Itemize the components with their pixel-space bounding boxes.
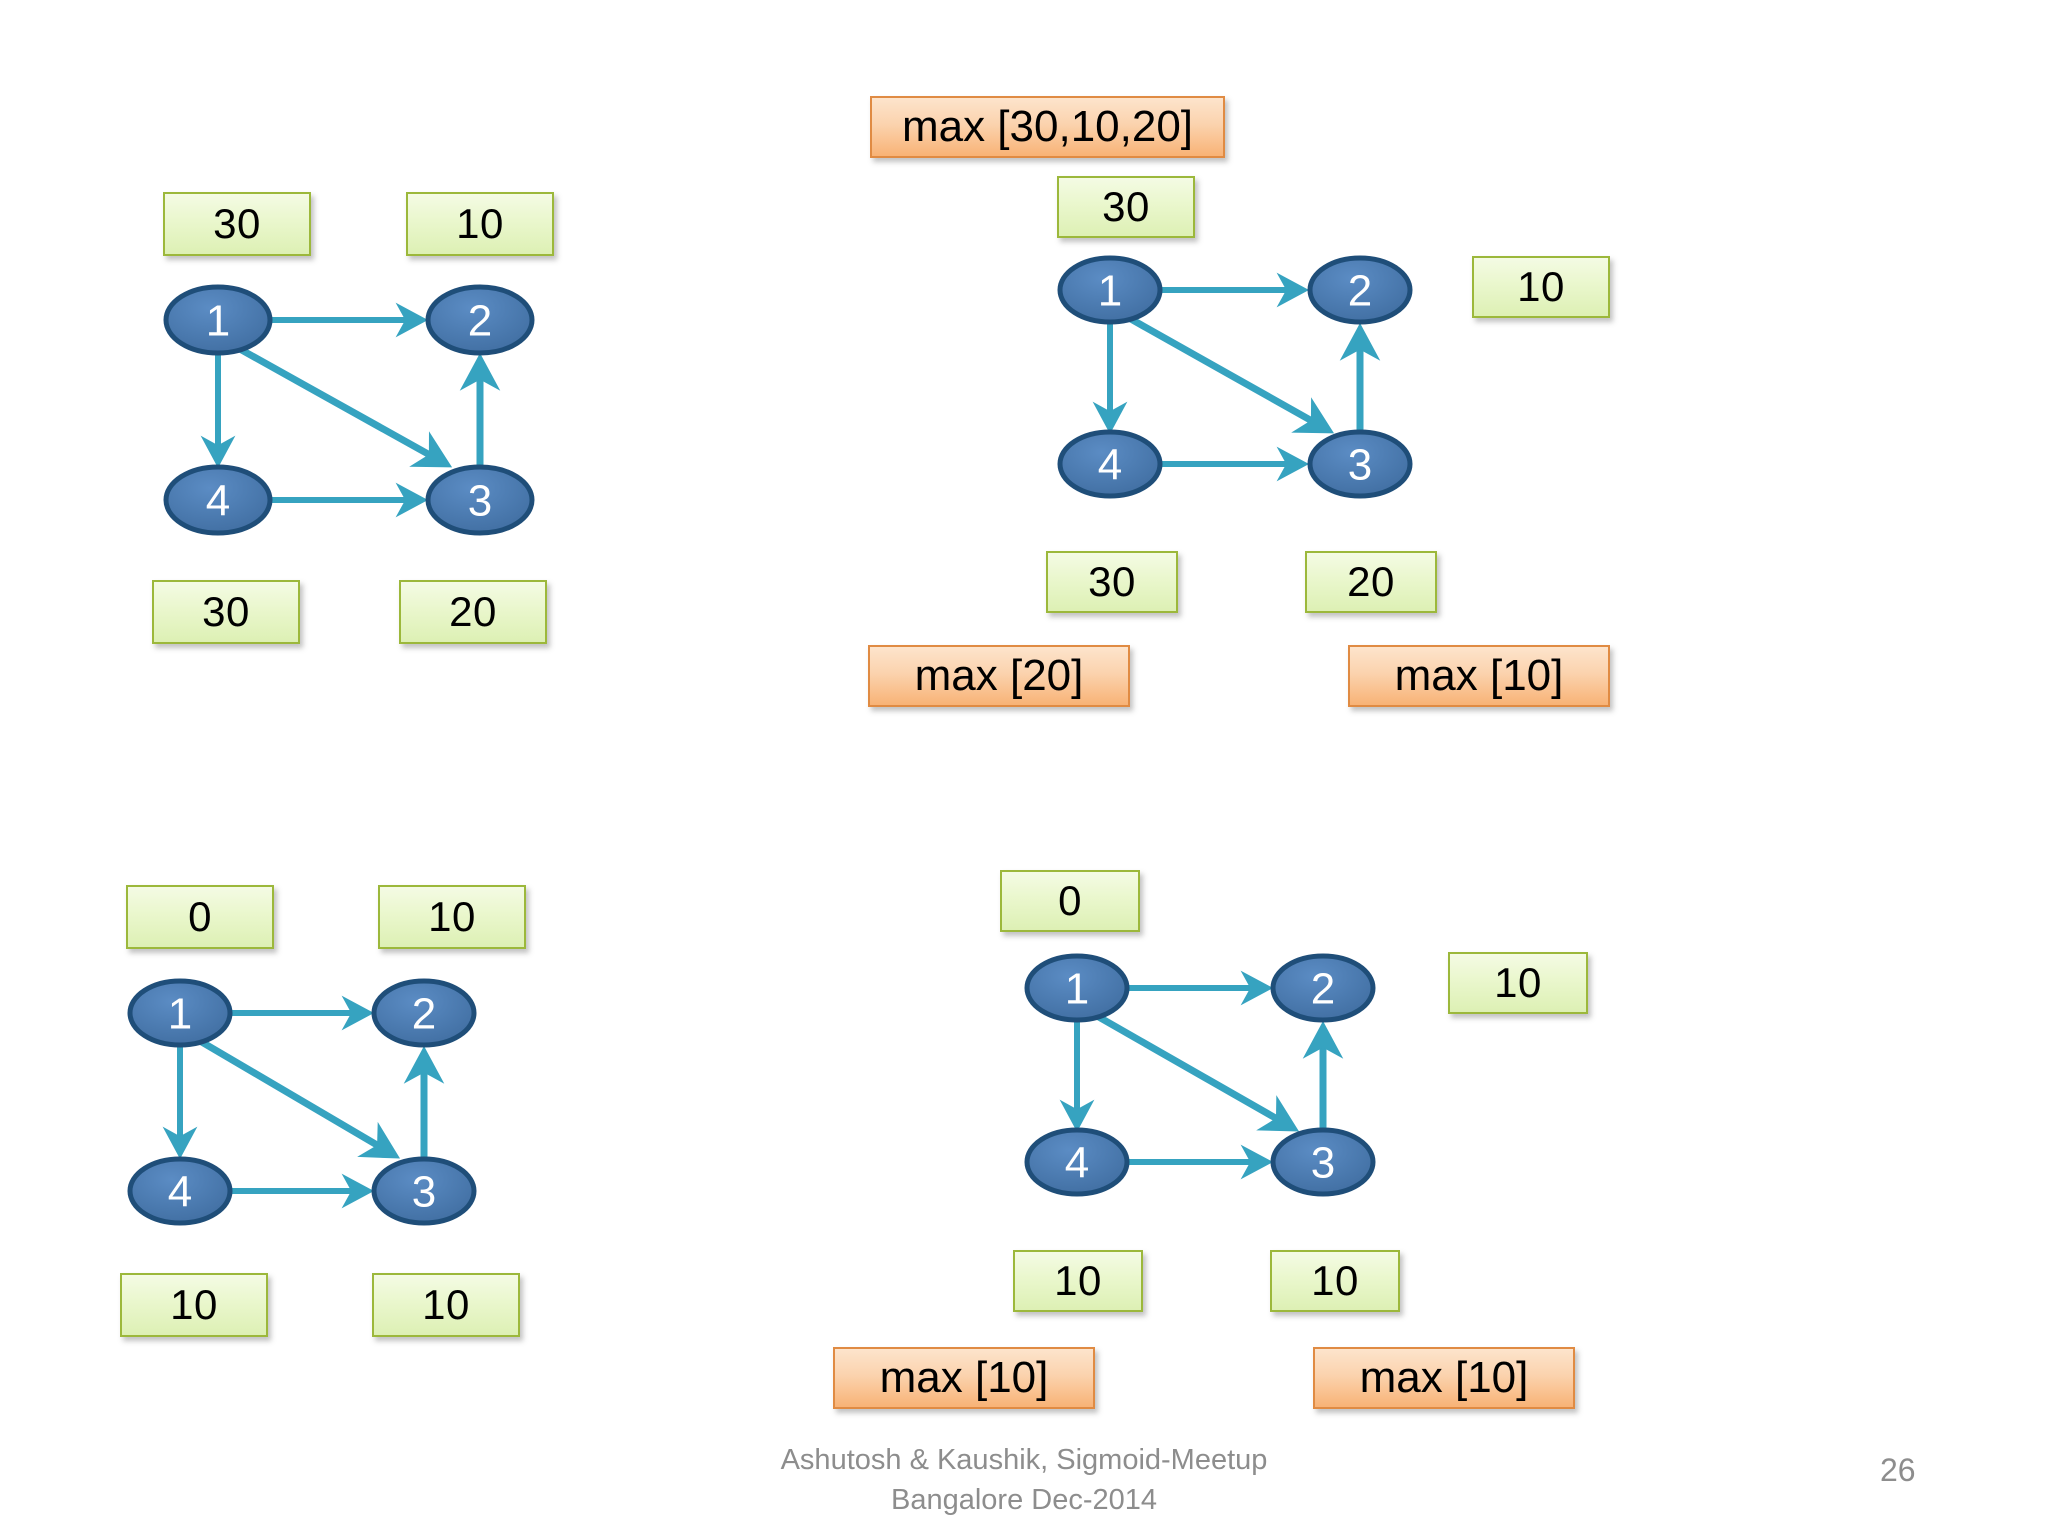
graph-edges <box>1092 272 1381 482</box>
node-1-label: 1 <box>1065 965 1089 1014</box>
value-box-node4: 10 <box>120 1273 268 1337</box>
value-box-node2: 10 <box>1448 952 1588 1014</box>
node-2[interactable] <box>425 284 535 356</box>
graph-nodes: 1 2 4 3 <box>163 284 535 536</box>
footer-line-2: Bangalore Dec-2014 <box>890 1484 1157 1517</box>
node-4[interactable] <box>1057 429 1163 499</box>
value-box-node1: 30 <box>1057 176 1195 238</box>
node-3[interactable] <box>425 464 535 536</box>
node-1[interactable] <box>163 284 273 356</box>
graph-edges <box>1059 970 1344 1180</box>
graph-bottom-right: 1 2 4 3 <box>1015 950 1415 1210</box>
footer-line-1: Ashutosh & Kaushik, Sigmoid-Meetup <box>780 1444 1268 1476</box>
node-1[interactable] <box>1057 255 1163 325</box>
value-box-node4: 30 <box>152 580 300 644</box>
node-2-label: 2 <box>412 990 436 1039</box>
value-box-node3: 10 <box>1270 1250 1400 1312</box>
value-box-node1: 0 <box>126 885 274 949</box>
node-3-label: 3 <box>412 1168 436 1217</box>
node-4-label: 4 <box>1065 1139 1089 1188</box>
node-2-label: 2 <box>1311 965 1335 1014</box>
value-box-node1: 0 <box>1000 870 1140 932</box>
graph-bottom-left: 1 2 4 3 <box>118 975 538 1235</box>
value-box-node2: 10 <box>406 192 554 256</box>
edge-1-to-3 <box>198 1037 401 1159</box>
node-2[interactable] <box>1307 255 1413 325</box>
value-box-node4: 30 <box>1046 551 1178 613</box>
graph-top-right: 1 2 4 3 <box>1045 252 1445 512</box>
slide-footer: Ashutosh & Kaushik, Sigmoid-Meetup Banga… <box>0 1440 2048 1520</box>
node-4-label: 4 <box>1098 441 1122 490</box>
edge-1-to-3 <box>1127 314 1335 434</box>
value-box-node1: 30 <box>163 192 311 256</box>
max-box-node3: max [10] <box>1348 645 1610 707</box>
node-3-label: 3 <box>1348 441 1372 490</box>
value-box-node2: 10 <box>378 885 526 949</box>
node-3-label: 3 <box>1311 1139 1335 1188</box>
node-4[interactable] <box>163 464 273 536</box>
node-2-label: 2 <box>1348 267 1372 316</box>
node-3-label: 3 <box>468 477 492 526</box>
node-3[interactable] <box>371 1156 477 1226</box>
node-3[interactable] <box>1270 1127 1376 1197</box>
node-2-label: 2 <box>468 297 492 346</box>
value-box-node4: 10 <box>1013 1250 1143 1312</box>
value-box-node3: 20 <box>399 580 547 644</box>
value-box-node3: 20 <box>1305 551 1437 613</box>
graph-nodes: 1 2 4 3 <box>1024 953 1376 1197</box>
graph-nodes: 1 2 4 3 <box>127 978 477 1226</box>
graph-top-left: 1 2 4 3 <box>150 280 570 540</box>
node-2[interactable] <box>1270 953 1376 1023</box>
node-4[interactable] <box>127 1156 233 1226</box>
node-4-label: 4 <box>168 1168 192 1217</box>
page-number: 26 <box>1880 1452 1916 1488</box>
node-4[interactable] <box>1024 1127 1130 1197</box>
edge-1-to-3 <box>1095 1012 1300 1132</box>
node-2[interactable] <box>371 978 477 1048</box>
value-box-node2: 10 <box>1472 256 1610 318</box>
max-box-node4: max [20] <box>868 645 1130 707</box>
node-1-label: 1 <box>206 297 230 346</box>
node-1-label: 1 <box>168 990 192 1039</box>
max-box-node3: max [10] <box>1313 1347 1575 1409</box>
value-box-node3: 10 <box>372 1273 520 1337</box>
node-1-label: 1 <box>1098 267 1122 316</box>
graph-edges <box>200 302 501 518</box>
edge-1-to-3 <box>236 344 453 468</box>
node-1[interactable] <box>127 978 233 1048</box>
node-3[interactable] <box>1307 429 1413 499</box>
node-1[interactable] <box>1024 953 1130 1023</box>
graph-edges <box>162 995 445 1209</box>
node-4-label: 4 <box>206 477 230 526</box>
max-box-node4: max [10] <box>833 1347 1095 1409</box>
max-box-node1: max [30,10,20] <box>870 96 1225 158</box>
graph-nodes: 1 2 4 3 <box>1057 255 1413 499</box>
